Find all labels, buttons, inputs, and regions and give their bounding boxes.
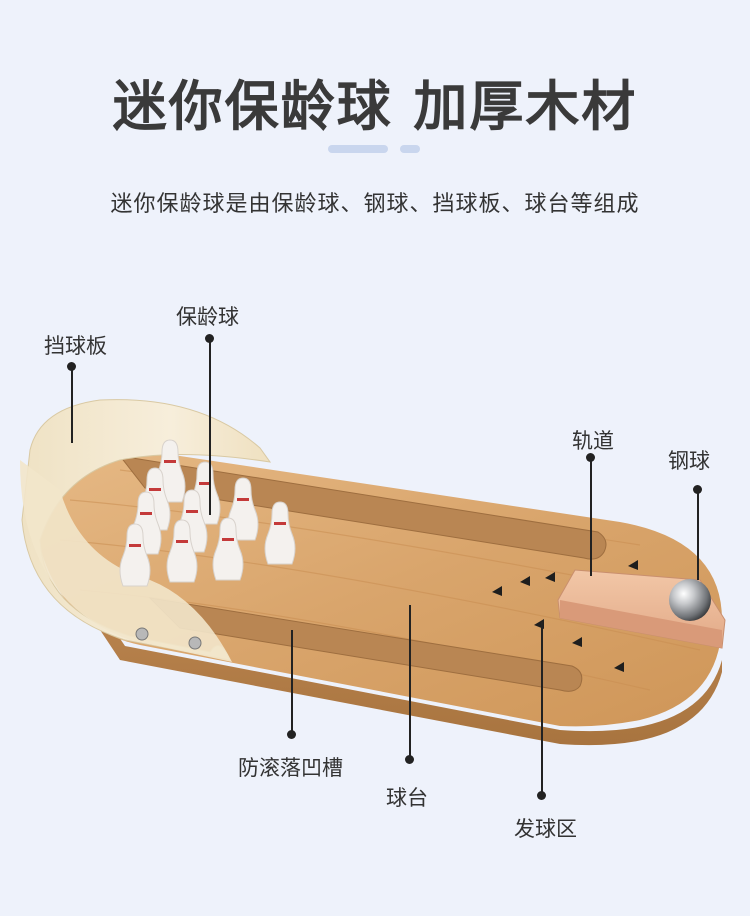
callout-track-dot	[586, 453, 595, 462]
callout-table: 球台	[386, 786, 428, 810]
callout-table-leader	[409, 605, 411, 759]
callout-launch-zone-dot	[537, 791, 546, 800]
page-subtitle: 迷你保龄球是由保龄球、钢球、挡球板、球台等组成	[110, 192, 640, 217]
callout-anti-roll-groove-leader	[291, 630, 293, 734]
backboard	[21, 399, 272, 661]
callout-steel-ball-leader	[697, 490, 699, 580]
callout-track: 轨道	[572, 429, 614, 453]
callout-table-dot	[405, 755, 414, 764]
launch-arrows	[492, 560, 638, 672]
callout-track-leader	[590, 458, 592, 576]
callout-launch-zone-leader	[541, 622, 543, 795]
title-divider-long	[328, 145, 388, 153]
bowling-pins	[119, 439, 296, 587]
page-title: 迷你保龄球 加厚木材	[112, 75, 638, 138]
callout-anti-roll-groove: 防滚落凹槽	[238, 756, 343, 780]
title-divider-short	[400, 145, 420, 153]
callout-pins: 保龄球	[176, 305, 239, 329]
callout-anti-roll-groove-dot	[287, 730, 296, 739]
callout-steel-ball-dot	[693, 485, 702, 494]
callout-steel-ball: 钢球	[668, 449, 710, 473]
callout-backboard: 挡球板	[44, 334, 107, 358]
callout-backboard-dot	[67, 362, 76, 371]
callout-pins-leader	[209, 339, 211, 515]
lower-groove	[148, 597, 583, 692]
callout-launch-zone: 发球区	[514, 817, 577, 841]
steel-ball	[669, 579, 711, 621]
callout-pins-dot	[205, 334, 214, 343]
callout-backboard-leader	[71, 367, 73, 443]
